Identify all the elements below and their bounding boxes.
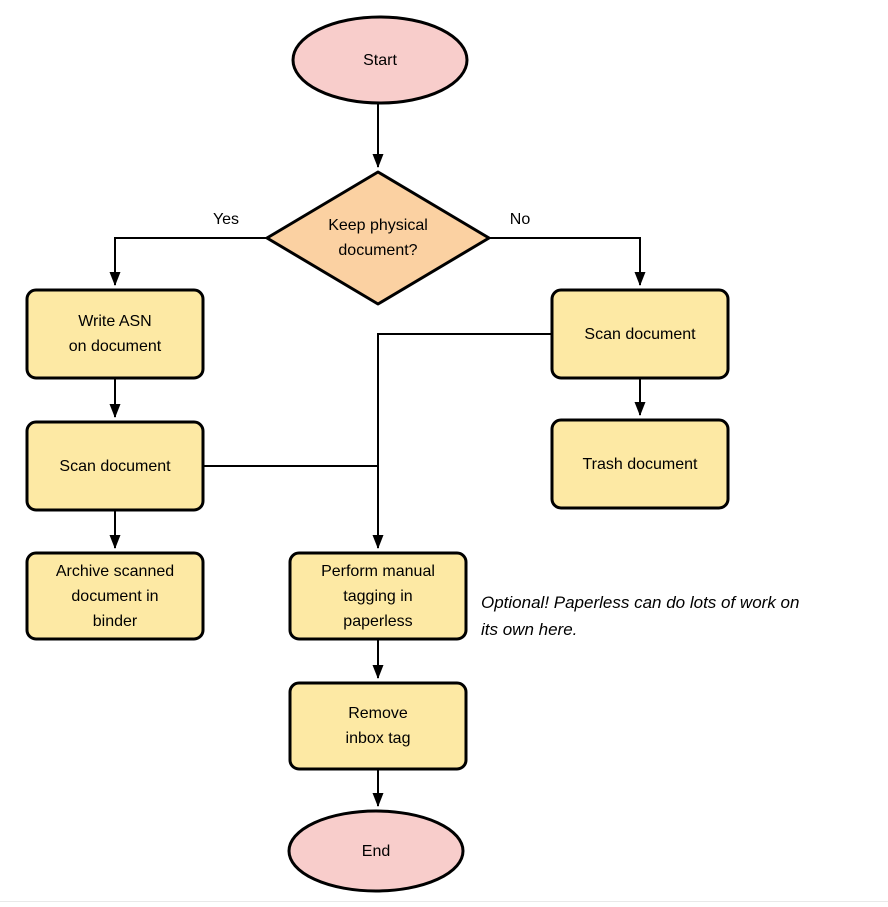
edge-decision-yes-to-write-asn bbox=[109, 237, 266, 286]
archive-shape bbox=[25, 551, 205, 641]
start-terminator-shape bbox=[291, 15, 469, 105]
decision-diamond-shape bbox=[265, 170, 491, 306]
edge-scan-right-to-tagging bbox=[372, 333, 551, 549]
optional-note: Optional! Paperless can do lots of work … bbox=[481, 593, 800, 639]
tagging-shape bbox=[288, 551, 468, 641]
bottom-divider bbox=[0, 901, 888, 902]
remove-inbox-shape bbox=[288, 681, 468, 771]
scan-left-shape bbox=[25, 420, 205, 512]
write-asn-shape bbox=[25, 288, 205, 380]
scan-right-shape bbox=[550, 288, 730, 380]
end-terminator-shape bbox=[287, 809, 465, 893]
trash-shape bbox=[550, 418, 730, 510]
edge-decision-no-to-scan-right bbox=[489, 237, 646, 286]
